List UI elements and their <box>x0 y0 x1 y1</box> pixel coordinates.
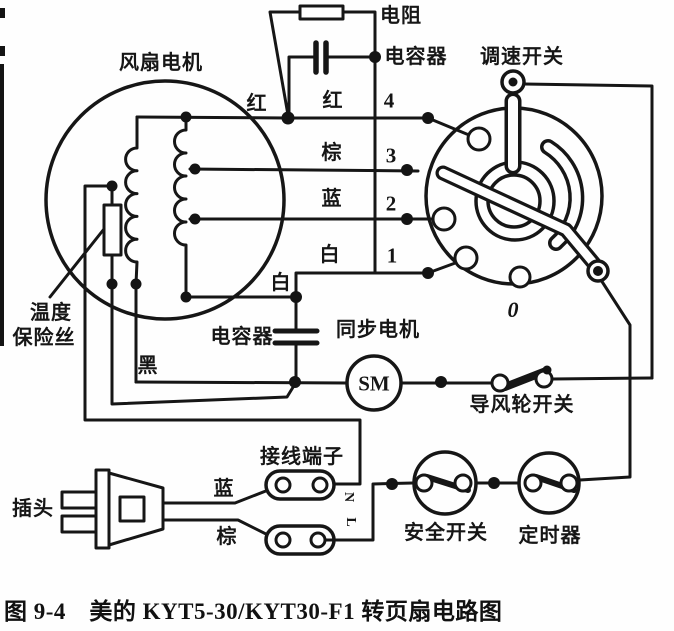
deflector-contact-left <box>490 373 510 393</box>
junction-dots <box>106 51 500 490</box>
sm-text: SM <box>358 371 390 396</box>
fan-circuit-diagram: 风扇电机 电阻 电容器 调速开关 红 红 棕 蓝 白 白 黑 温度 保险丝 电容… <box>0 4 654 556</box>
temp-fuse-label-line1: 温度 <box>30 302 72 324</box>
resistor-body <box>298 4 345 21</box>
red-wire-label-left: 红 <box>246 93 268 115</box>
position-number-2: 2 <box>385 191 397 216</box>
capacitor-top-leads <box>287 55 377 117</box>
white-wire-label-motor: 白 <box>270 272 292 294</box>
resistor-label: 电阻 <box>380 5 422 27</box>
speed-switch-wiper[interactable] <box>435 165 604 274</box>
deflector-blade-tip <box>542 365 552 375</box>
capacitor-top-plates <box>313 40 329 75</box>
white-wire-label: 白 <box>319 244 341 266</box>
safety-contact-right <box>453 473 473 493</box>
speed-switch-stem-wire <box>522 82 654 380</box>
speed-switch-label: 调速开关 <box>480 46 564 68</box>
sync-motor-label: 同步电机 <box>336 319 420 341</box>
wire-brown <box>188 167 420 173</box>
speed-contact-1 <box>453 245 479 271</box>
plug-label: 插头 <box>12 498 54 520</box>
circuit-wiring-drawing <box>0 4 654 556</box>
scan-border-marks <box>0 8 5 346</box>
timer-label: 定时器 <box>518 525 582 547</box>
blue-cord-label: 蓝 <box>213 478 235 500</box>
speed-switch-wiper-dot <box>593 266 603 276</box>
red-wire-label-right: 红 <box>322 90 344 112</box>
l-terminal-mark: L <box>343 517 358 527</box>
main-winding-coil <box>173 115 188 299</box>
cord-blue-wire <box>161 485 278 505</box>
resistor-leads <box>268 10 377 275</box>
safety-switch-label: 安全开关 <box>404 522 488 544</box>
figure-caption: 图 9-4 美的 KYT5-30/KYT30-F1 转页扇电路图 <box>4 599 503 624</box>
wire-white <box>184 260 460 299</box>
capacitor-top-label: 电容器 <box>384 46 448 68</box>
terminal-block-n <box>264 469 336 501</box>
temp-fuse-label-line2: 保险丝 <box>12 327 76 349</box>
brown-cord-label: 棕 <box>216 526 238 548</box>
cord-brown-wire <box>161 518 278 541</box>
speed-contact-4 <box>466 126 492 152</box>
live-wire <box>323 481 415 542</box>
capacitor-bottom-plates <box>272 328 320 346</box>
fan-motor-label: 风扇电机 <box>119 52 203 74</box>
terminal-block-label: 接线端子 <box>260 446 344 468</box>
n-terminal-mark: N <box>341 491 356 503</box>
position-number-3: 3 <box>385 143 397 168</box>
deflector-switch-label: 导风轮开关 <box>469 394 575 416</box>
black-wire-label: 黑 <box>137 355 159 377</box>
plug-symbol <box>60 468 165 550</box>
brown-wire-label: 棕 <box>321 142 343 164</box>
temp-fuse-pointer <box>48 227 106 299</box>
position-number-0: 0 <box>507 297 519 322</box>
safety-contact-left <box>414 473 434 493</box>
timer-contact-left <box>523 473 543 493</box>
wire-red <box>135 115 471 137</box>
fan-motor-circle <box>44 79 286 321</box>
temp-fuse-body <box>102 203 123 257</box>
speed-switch-output-wire <box>578 278 632 482</box>
speed-contact-0 <box>508 265 532 289</box>
aux-winding-coil <box>124 115 139 384</box>
position-number-4: 4 <box>383 88 395 113</box>
capacitor-bottom-label: 电容器 <box>210 326 274 348</box>
timer-contact-right <box>559 473 579 493</box>
blue-wire-label: 蓝 <box>321 188 343 210</box>
speed-contact-2 <box>431 206 457 232</box>
speed-switch-stem-dot <box>508 77 518 87</box>
position-number-1: 1 <box>386 243 398 268</box>
wire-black <box>134 380 349 385</box>
